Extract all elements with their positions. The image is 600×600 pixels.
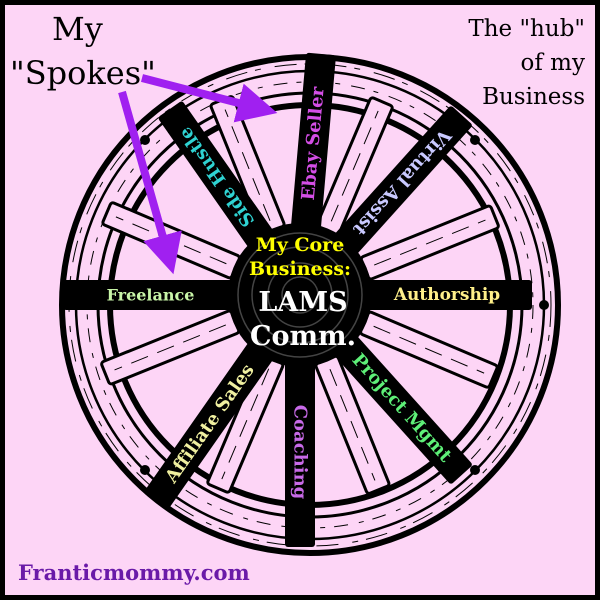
hub-annotation-line3: Business [482,84,585,110]
spoke-coaching: Coaching [285,357,315,547]
spokes-annotation-line1: My [52,10,103,48]
hub-title-line2: Business: [249,258,351,280]
hub-name-line2: Comm. [250,321,356,352]
hub-annotation-line2: of my [520,50,585,76]
spoke-authorship: Authorship [362,280,532,310]
hub-title-line1: My Core [256,234,345,256]
spoke-plain [100,309,241,386]
spoke-ebay-seller: Ebay Seller [290,52,336,235]
hub-annotation-line1: The "hub" [468,16,585,42]
spokes-annotation-line2: "Spokes" [10,54,156,92]
spoke-label: Authorship [393,285,500,305]
arrow-to-freelance [118,90,182,275]
hub-name-line1: LAMS [258,287,347,318]
arrow-to-ebay-seller [140,74,278,123]
spoke-label: Coaching [290,405,311,500]
wheel-hub [228,223,372,367]
spoke-freelance: Freelance [63,280,238,310]
arrows [118,74,278,275]
spoke-label: Freelance [107,286,195,305]
footer-website: Franticmommy.com [18,560,250,585]
